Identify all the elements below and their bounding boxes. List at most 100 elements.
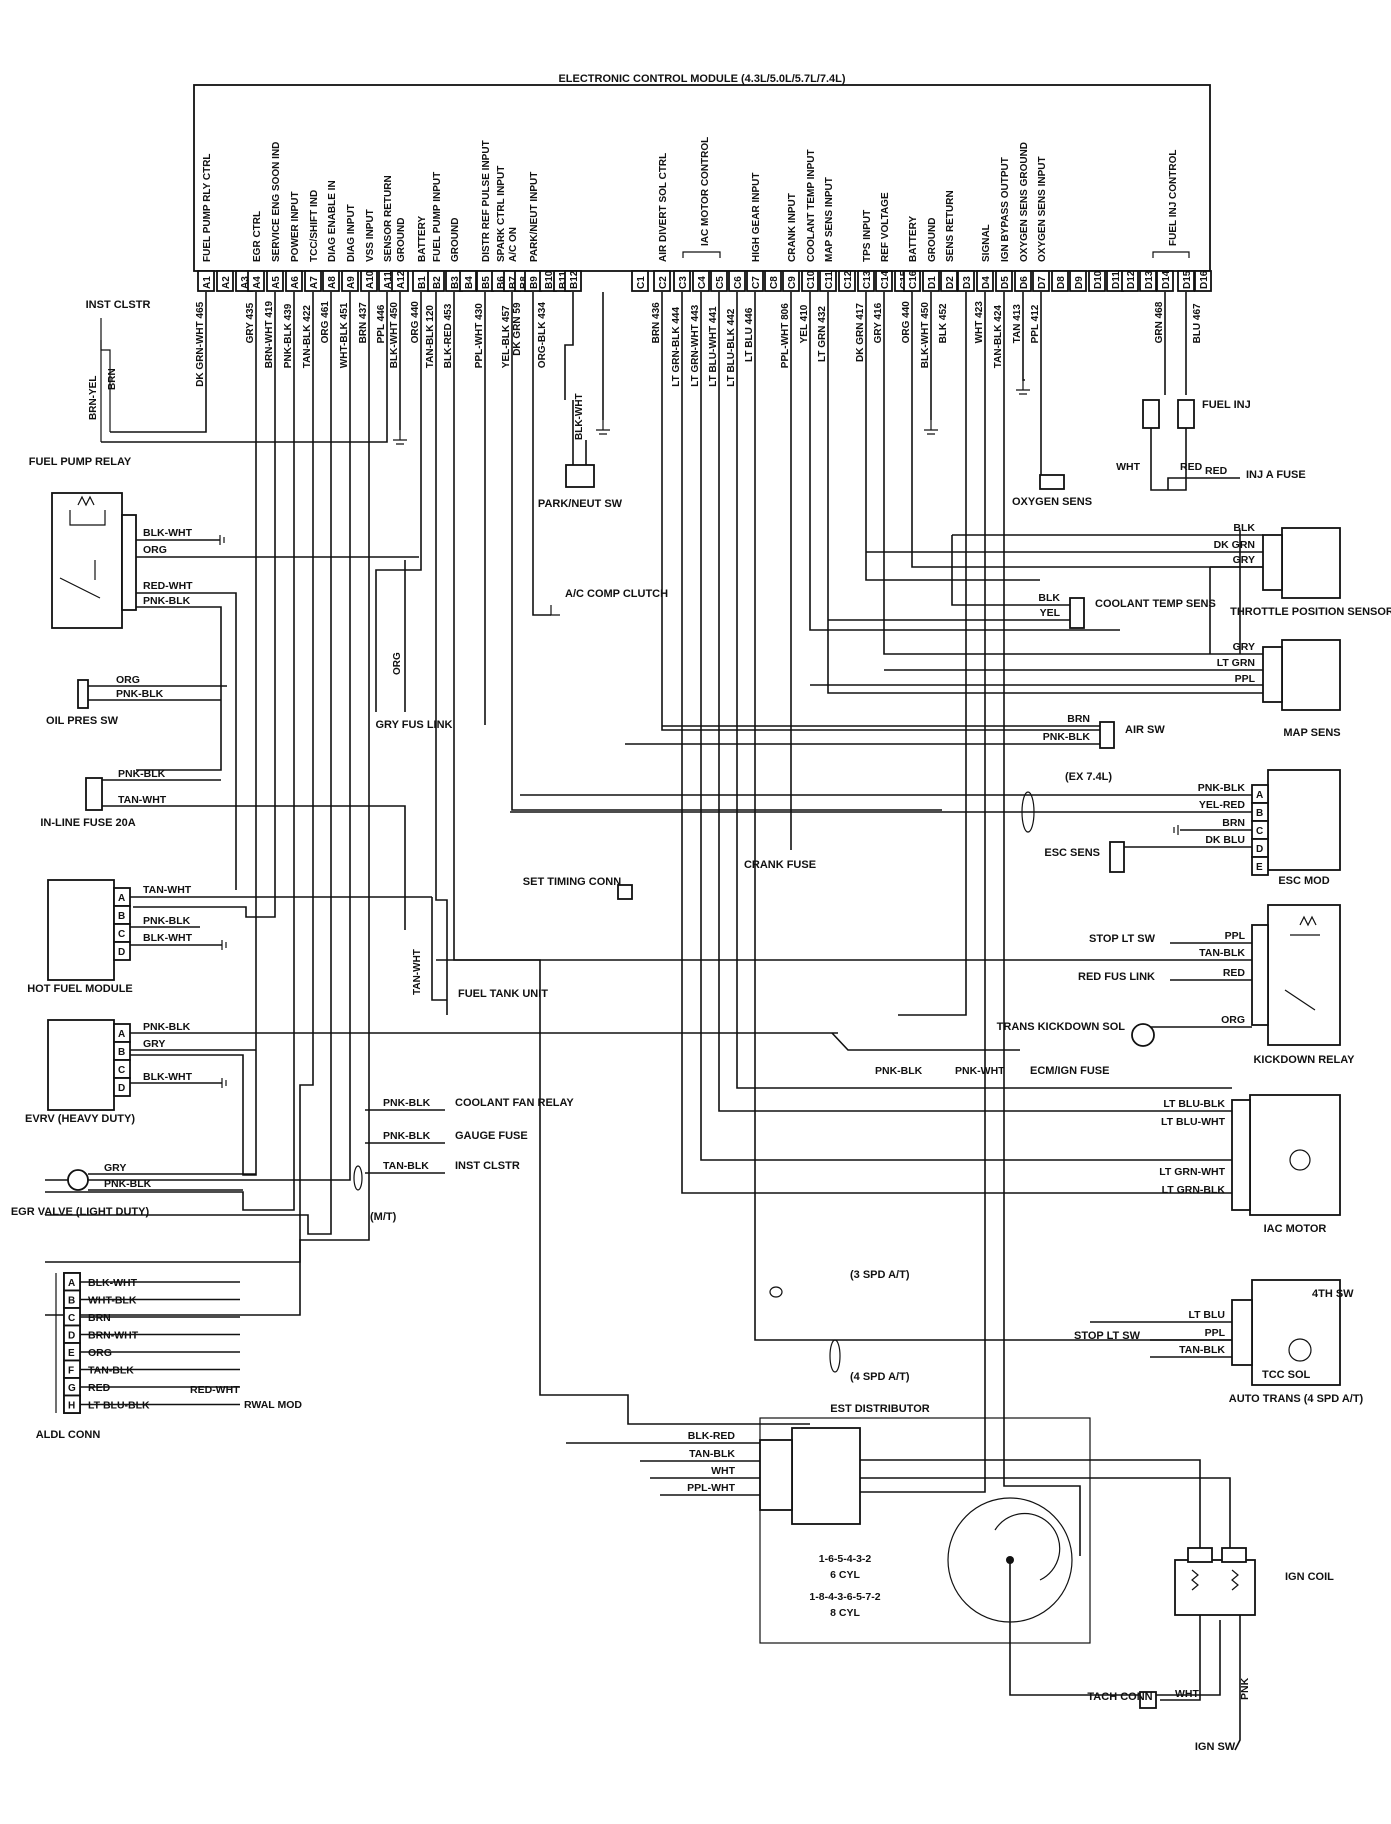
stop-lt-sw-label: STOP LT SW	[1089, 933, 1156, 945]
aldl-pin-letter: B	[68, 1296, 75, 1307]
ecm-pin-d3	[957, 270, 975, 292]
aldl-pin-letter: C	[68, 1313, 75, 1324]
hot-blk: BLK-WHT	[143, 932, 193, 944]
fuel-inj-group-brace	[1152, 251, 1190, 258]
ecm-wire-label: GRY 435	[245, 302, 256, 343]
stop-lt-sw2-label: STOP LT SW	[1074, 1330, 1141, 1342]
ecm-pin-d13	[1139, 270, 1157, 292]
oxygen-sens-label: OXYGEN SENS	[1012, 496, 1092, 508]
ground-symbols	[393, 380, 1030, 445]
ecm-pin-d12	[1121, 270, 1139, 292]
aldl-label: ALDL CONN	[36, 1429, 101, 1441]
aldl-pin-letter: H	[68, 1401, 75, 1412]
ecm-pin-label: A7	[309, 276, 320, 289]
ecm-pin-label: B3	[450, 276, 461, 289]
hot-pin-letter: B	[118, 911, 125, 922]
est-pplwht: PPL-WHT	[687, 1482, 735, 1494]
ecm-wire-label: DK GRN 417	[855, 303, 866, 362]
aldl-pin-letter: A	[68, 1278, 75, 1289]
ecm-function-label: TPS INPUT	[862, 210, 873, 262]
ecm-pin-a10	[360, 270, 378, 292]
ecm-pin-label: C4	[697, 276, 708, 289]
iac-motor	[1249, 1094, 1341, 1216]
evrv-pin-letter: A	[118, 1029, 125, 1040]
iac1: LT BLU-BLK	[1163, 1098, 1225, 1110]
ecm-wire-label: PPL-WHT 806	[780, 303, 791, 368]
ecm-pin-label: C13	[862, 270, 873, 289]
ecm-function-label: REF VOLTAGE	[880, 192, 891, 262]
ecm-pin-c9	[782, 270, 800, 292]
aldl-red-wht: RED-WHT	[190, 1384, 240, 1396]
hot-tan: TAN-WHT	[143, 884, 192, 896]
ecm-pin-label: A1	[202, 276, 213, 289]
ecm-pin-label: B11	[558, 271, 569, 289]
ecm-pin-label: A8	[327, 276, 338, 289]
ecm-wire-label: BLU 467	[1192, 303, 1203, 343]
ecm-pin-a1	[197, 270, 215, 292]
ex-74l: (EX 7.4L)	[1065, 771, 1112, 783]
hot-pin	[113, 941, 131, 961]
est-blkred: BLK-RED	[688, 1430, 736, 1442]
esc-dkblu: DK BLU	[1205, 834, 1245, 846]
coolant-temp-sens	[1069, 597, 1085, 629]
ecm-wire-label: BRN 437	[358, 302, 369, 344]
ecm-pin-label: B5	[481, 276, 492, 289]
ecm-wire-label: WHT-BLK 451	[339, 302, 350, 368]
ecm-pin-a9	[341, 270, 359, 292]
fpr-pnk-blk: PNK-BLK	[143, 595, 191, 607]
fuel-inj-a	[1142, 399, 1160, 429]
ecm-function-label: FUEL PUMP INPUT	[432, 172, 443, 262]
mt-note: (M/T)	[370, 1211, 397, 1223]
aldl-pin-letter: F	[68, 1366, 74, 1377]
hot-pin-letter: C	[118, 929, 125, 940]
ecm-pin-label: C9	[787, 276, 798, 289]
fi-wht: WHT	[1116, 461, 1140, 473]
ecm-function-label: BATTERY	[908, 216, 919, 262]
ecm-wire-label: PNK-BLK 439	[283, 303, 294, 368]
fuse-pnk: PNK-BLK	[118, 768, 166, 780]
ecm-function-label: EGR CTRL	[252, 211, 263, 262]
ecm-pin-label: A9	[346, 276, 357, 289]
ecm-function-label: GROUND	[450, 218, 461, 262]
ecm-function-label: GROUND	[927, 218, 938, 262]
mid-tan: TAN-BLK	[383, 1160, 429, 1172]
ecm-function-label: PARK/NEUT INPUT	[529, 172, 540, 262]
ecm-function-label: AIR DIVERT SOL CTRL	[658, 153, 669, 262]
ecm-pin-d2	[940, 270, 958, 292]
ecm-wire-label: PPL-WHT 430	[474, 303, 485, 368]
ecm-wire-label: PPL 412	[1030, 304, 1041, 343]
brn-yel-label: BRN-YEL	[88, 376, 99, 420]
ecm-pin-label: C3	[678, 276, 689, 289]
ecm-function-label: BATTERY	[417, 216, 428, 262]
ecm-wire-label: GRY 416	[873, 302, 884, 343]
aldl-wire-label: BLK-WHT	[88, 1277, 138, 1289]
ecm-pin-label: A12	[396, 270, 407, 289]
evrv-pin	[113, 1077, 131, 1097]
ecm-function-label: POWER INPUT	[290, 191, 301, 262]
inj-red: RED	[1205, 465, 1228, 477]
ct-blk: BLK	[1038, 592, 1060, 604]
kickdown-relay	[1267, 904, 1341, 1046]
ecm-function-label: DIAG INPUT	[346, 204, 357, 262]
ecm-pin-d7	[1032, 270, 1050, 292]
fuel-inj-b	[1177, 399, 1195, 429]
ecm-wire-label: LT GRN-BLK 444	[671, 307, 682, 387]
at-ppl: PPL	[1205, 1327, 1226, 1339]
tps-label: THROTTLE POSITION SENSOR	[1230, 606, 1391, 618]
ecm-pin-d15	[1177, 270, 1195, 292]
fpr-org: ORG	[143, 544, 167, 556]
egr-pnk: PNK-BLK	[104, 1178, 152, 1190]
fuel-inj-label: FUEL INJ	[1202, 399, 1251, 411]
ecm-pin-label: A5	[271, 276, 282, 289]
set-timing-conn-label: SET TIMING CONN	[523, 876, 621, 888]
ecm-pin-a7	[304, 270, 322, 292]
ecm-pin-c3	[673, 270, 691, 292]
inst-clstr-mid-label: INST CLSTR	[455, 1160, 520, 1172]
ecm-pin-label: D10	[1093, 270, 1104, 289]
ecm-pin-d4	[976, 270, 994, 292]
ecm-pin-label: B7	[508, 276, 519, 289]
iac-group-brace	[682, 251, 721, 258]
ecm-pin-label: C6	[733, 276, 744, 289]
